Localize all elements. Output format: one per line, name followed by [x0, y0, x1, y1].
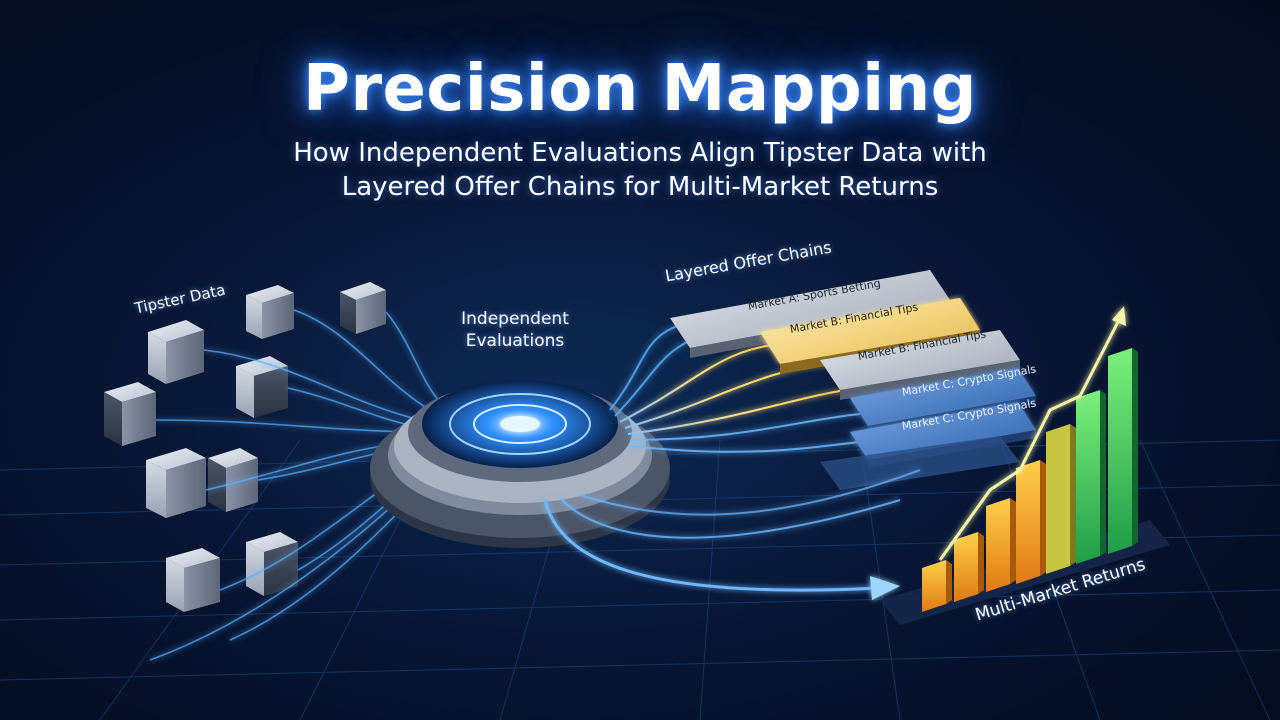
page-title: Precision Mapping	[303, 52, 977, 126]
data-cube-icon	[104, 382, 156, 446]
data-cube-icon	[236, 356, 288, 418]
data-cube-icon	[340, 282, 386, 334]
return-bar	[922, 560, 952, 612]
data-cube-icon	[208, 448, 258, 512]
return-bar	[1016, 460, 1046, 584]
offer-layer-3	[820, 330, 1020, 400]
independent-evaluations-line-2: Evaluations	[465, 331, 565, 351]
independent-evaluations-label: Independent Evaluations	[440, 308, 590, 352]
return-bar	[986, 498, 1016, 592]
layered-offer-chains	[670, 270, 1036, 490]
return-bar	[1046, 424, 1076, 574]
multi-market-returns-chart	[880, 306, 1170, 625]
subtitle-line-1: How Independent Evaluations Align Tipste…	[293, 138, 987, 168]
returns-stream	[543, 469, 921, 600]
subtitle-line-2: Layered Offer Chains for Multi-Market Re…	[341, 172, 939, 202]
growth-arrow-icon	[938, 306, 1126, 561]
return-bar	[1108, 348, 1138, 554]
tipster-data-cubes	[104, 282, 386, 612]
data-cube-icon	[148, 320, 204, 384]
independent-evaluations-line-1: Independent	[461, 309, 569, 329]
data-cube-icon	[146, 448, 206, 518]
evaluation-hub-icon	[370, 380, 670, 548]
return-bar	[954, 532, 984, 602]
data-cube-icon	[246, 285, 294, 339]
return-bar	[1076, 390, 1106, 564]
offer-layer-base	[820, 436, 1020, 490]
arrow-head-icon	[870, 576, 900, 600]
data-cube-icon	[166, 548, 220, 612]
